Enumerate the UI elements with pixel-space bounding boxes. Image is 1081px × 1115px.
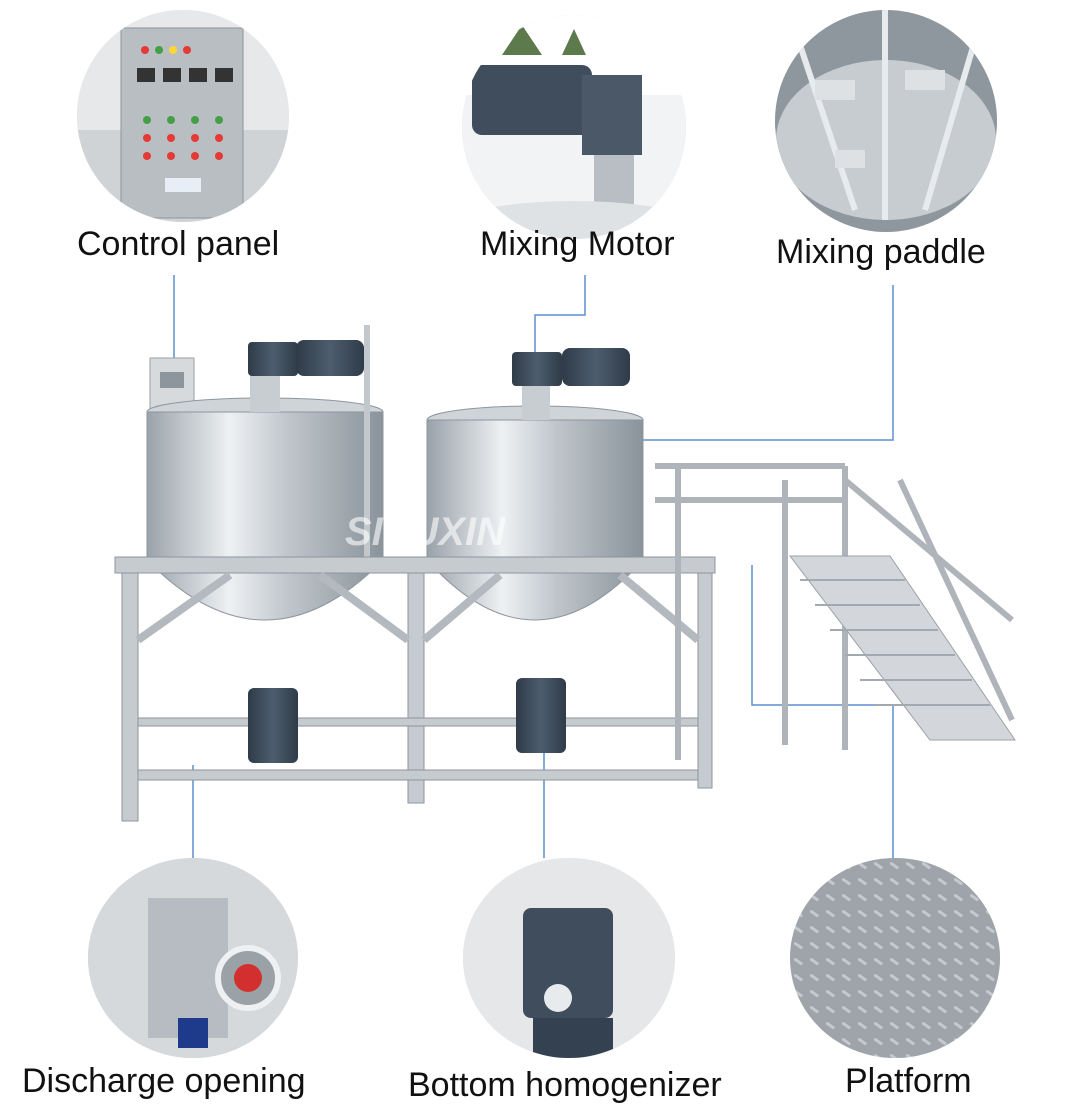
- watermark: SIPUXIN: [345, 510, 506, 554]
- label-bottom-homogenizer: Bottom homogenizer: [408, 1066, 722, 1104]
- control-panel-photo: [77, 10, 289, 222]
- label-mixing-paddle: Mixing paddle: [776, 233, 986, 271]
- label-mixing-motor: Mixing Motor: [480, 225, 675, 263]
- bottom-homogenizer-photo: [463, 858, 675, 1058]
- platform-photo: [790, 858, 1000, 1058]
- label-control-panel: Control panel: [77, 225, 280, 263]
- mixing-paddle-photo: [775, 10, 997, 232]
- label-discharge-opening: Discharge opening: [22, 1062, 306, 1100]
- label-platform: Platform: [845, 1062, 972, 1100]
- discharge-opening-photo: [88, 858, 298, 1058]
